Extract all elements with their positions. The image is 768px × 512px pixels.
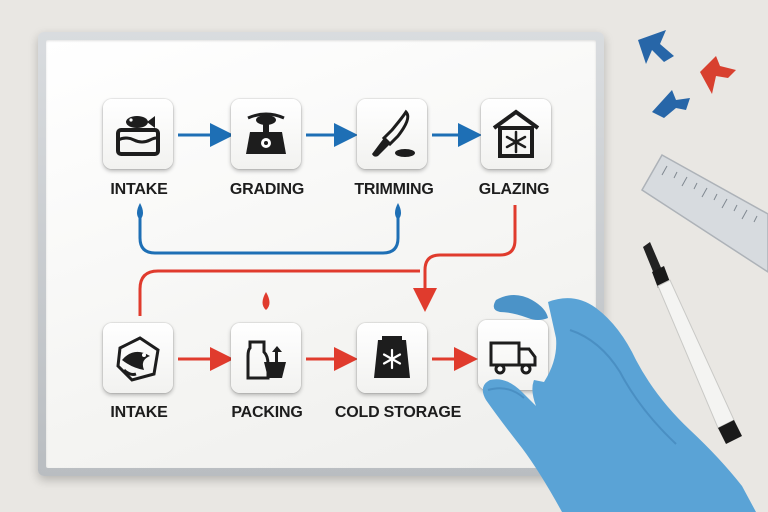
delivery-truck-icon [489, 341, 537, 375]
fish-tank-icon [116, 116, 160, 156]
fillet-knife-icon [372, 109, 415, 157]
frozen-bag-icon [374, 336, 410, 378]
blue-loop-drop-left [137, 203, 143, 220]
step-label-intake-top: INTAKE [110, 181, 168, 198]
weighing-scale-icon [246, 112, 286, 154]
step-label-packing: PACKING [231, 404, 303, 421]
tile-intake-top[interactable] [103, 99, 173, 169]
step-label-intake-bottom: INTAKE [110, 404, 168, 421]
step-label-cold-storage: COLD STORAGE [334, 404, 462, 421]
tile-cold-storage[interactable] [357, 323, 427, 393]
fish-head-icon [116, 336, 160, 382]
blue-loop-connector [138, 215, 400, 255]
tile-grading[interactable] [231, 99, 301, 169]
blue-loop-drop-right [395, 203, 401, 220]
tile-packing[interactable] [231, 323, 301, 393]
red-glazing-to-cold-storage [413, 205, 517, 312]
step-label-trimming: TRIMMING [354, 181, 434, 198]
magnet-arrow-blue-2[interactable] [652, 90, 690, 118]
step-label-glazing: GLAZING [478, 181, 550, 198]
tile-intake-bottom[interactable] [103, 323, 173, 393]
step-label-grading: GRADING [229, 181, 305, 198]
magnet-arrow-blue-1[interactable] [638, 30, 674, 64]
freezer-house-icon [492, 109, 540, 158]
red-loop-to-intake [138, 269, 420, 316]
tile-shipping[interactable] [478, 320, 548, 390]
tile-trimming[interactable] [357, 99, 427, 169]
tile-glazing[interactable] [481, 99, 551, 169]
packing-vessel-icon [246, 340, 286, 380]
red-drop [262, 292, 270, 310]
magnet-arrow-red[interactable] [700, 56, 736, 94]
